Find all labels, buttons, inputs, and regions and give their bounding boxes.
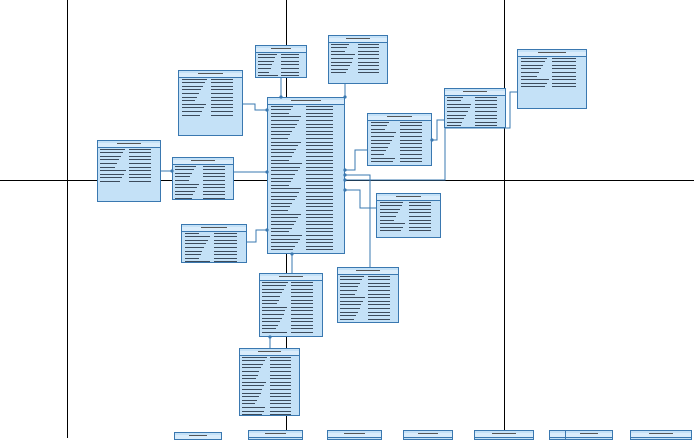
- relationship-end-marker: [170, 169, 173, 172]
- relationship-end-marker: [290, 252, 293, 255]
- relationship-end-marker: [343, 173, 346, 176]
- relationship-e07-e04: [345, 150, 367, 170]
- relationship-end-marker: [279, 95, 282, 98]
- relationship-e10-e04: [345, 190, 376, 208]
- relationship-e13-e04: [345, 175, 370, 267]
- relationship-e09-e04: [345, 92, 517, 180]
- relationship-e11-e04: [247, 230, 267, 242]
- relationship-end-marker: [343, 178, 346, 181]
- relationship-end-marker: [265, 170, 268, 173]
- relationship-end-marker: [268, 335, 271, 338]
- relationship-end-marker: [343, 95, 346, 98]
- relationship-end-marker: [430, 138, 433, 141]
- relationship-e03-e04: [243, 104, 267, 110]
- relationship-end-marker: [265, 108, 268, 111]
- relationship-end-marker: [343, 168, 346, 171]
- relationship-end-marker: [265, 228, 268, 231]
- relationship-e08-e07: [432, 120, 444, 140]
- relationship-end-marker: [343, 188, 346, 191]
